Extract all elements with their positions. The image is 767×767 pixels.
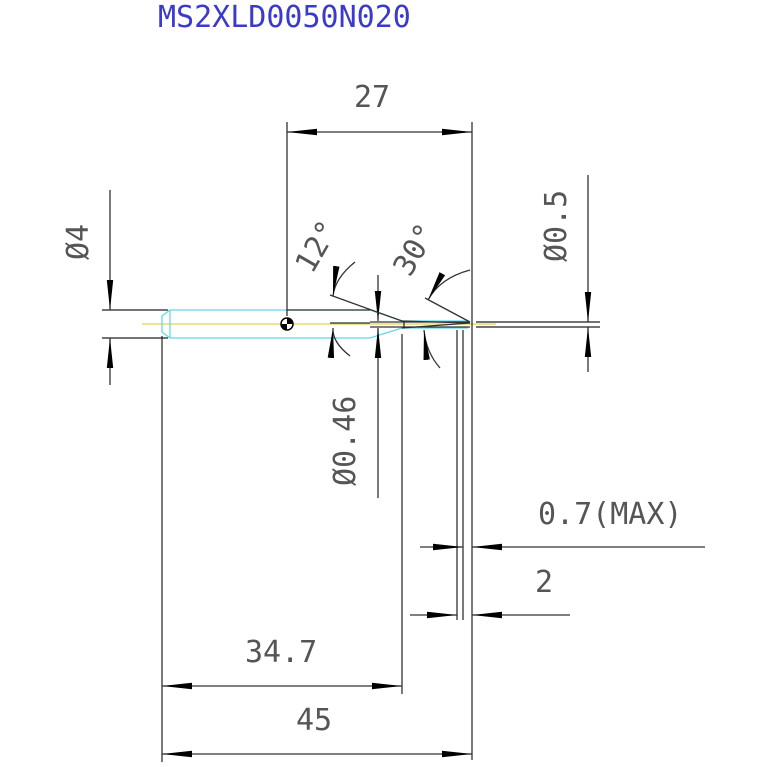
label-d4: Ø4 <box>61 224 96 260</box>
dimension-tip-diameter: Ø0.5 <box>539 175 592 372</box>
extension-lines <box>102 122 600 762</box>
dimension-overall-length: 45 <box>162 703 472 758</box>
label-07max: 0.7(MAX) <box>538 497 683 532</box>
origin-marker <box>280 317 294 331</box>
label-d046: Ø0.46 <box>328 396 363 486</box>
shank-outline <box>161 309 370 339</box>
label-d05: Ø0.5 <box>539 190 574 262</box>
drawing-title: MS2XLD0050N020 <box>158 0 411 35</box>
label-30deg: 30° <box>387 218 444 282</box>
tool-body <box>142 309 496 339</box>
dimension-edge-length: 0.7(MAX) <box>420 497 705 551</box>
label-347: 34.7 <box>245 635 317 670</box>
tip-outline <box>401 320 471 329</box>
dimension-effective-length: 2 <box>410 565 570 619</box>
label-12deg: 12° <box>289 215 346 279</box>
label-45: 45 <box>296 703 332 738</box>
label-2: 2 <box>535 565 553 600</box>
dimension-flute-length: 34.7 <box>162 635 402 690</box>
dimension-shank-diameter: Ø4 <box>61 190 114 385</box>
dimension-neck-length: 27 <box>287 80 472 136</box>
dimension-neck-diameter: Ø0.46 <box>328 275 382 498</box>
dimension-taper-angle: 12° <box>289 215 403 359</box>
label-27: 27 <box>354 80 390 115</box>
